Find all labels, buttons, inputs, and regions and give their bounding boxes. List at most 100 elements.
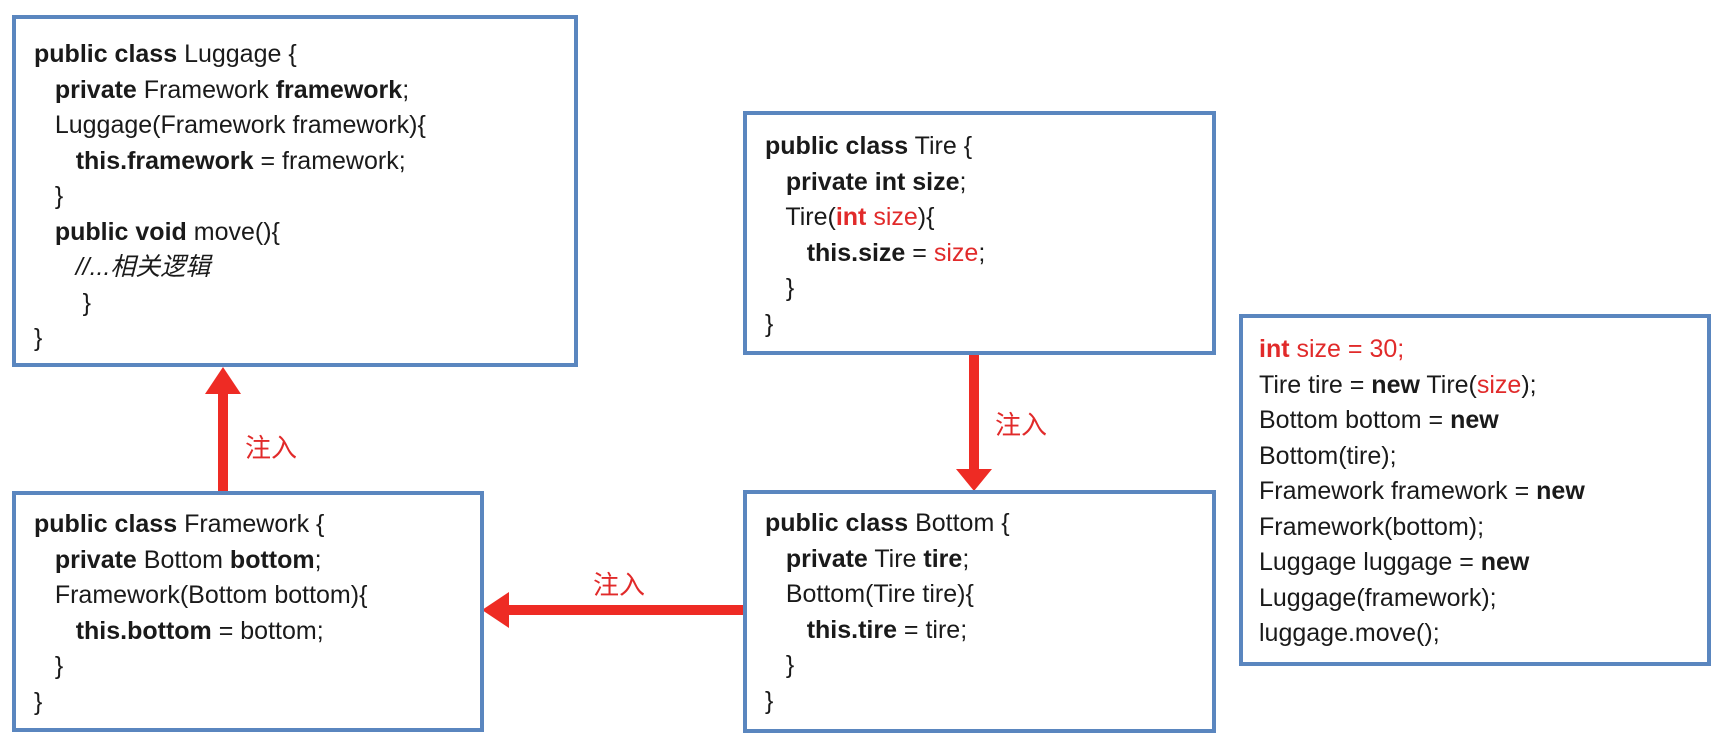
code-token: }	[34, 687, 43, 716]
arrow-bottom-to-framework	[482, 592, 743, 628]
code-token: new	[1536, 477, 1585, 505]
code-line: luggage.move();	[1259, 616, 1697, 652]
code-token: ;	[978, 238, 986, 267]
code-token: Luggage luggage =	[1259, 548, 1481, 576]
code-line: Framework framework = new	[1259, 474, 1697, 510]
code-token	[765, 239, 807, 267]
code-token: private int size	[785, 167, 960, 196]
code-line: this.tire = tire;	[765, 613, 1202, 649]
code-line: this.size = size;	[765, 236, 1202, 272]
code-token: Framework	[136, 75, 276, 104]
code-token: framework	[275, 75, 403, 104]
code-line: Luggage(framework);	[1259, 581, 1697, 617]
code-token: this.tire	[806, 615, 897, 644]
code-token: new	[1371, 370, 1420, 399]
code-line: this.framework = framework;	[34, 144, 564, 180]
code-token: this.size	[806, 238, 906, 267]
code-line: public class Bottom {	[765, 506, 1202, 542]
code-token: ;	[959, 167, 967, 196]
code-token: ;	[314, 545, 322, 574]
code-line: }	[765, 307, 1202, 343]
code-token: int	[835, 203, 867, 231]
code-token: }	[34, 182, 64, 210]
code-token: new	[1480, 548, 1530, 576]
code-line: Bottom(tire);	[1259, 439, 1697, 475]
code-token: tire	[923, 544, 963, 573]
code-line: public void move(){	[34, 215, 564, 251]
code-token: size	[866, 203, 918, 231]
code-token: Bottom {	[908, 509, 1010, 537]
code-token	[34, 253, 76, 281]
code-line: Luggage(Framework framework){	[34, 108, 564, 144]
code-line: private Framework framework;	[34, 73, 564, 109]
code-token: = framework;	[253, 146, 406, 175]
code-token	[34, 218, 55, 246]
code-line: int size = 30;	[1259, 332, 1697, 368]
code-token: Tire(	[765, 203, 836, 231]
code-token: }	[765, 651, 795, 679]
code-line: Tire(int size){	[765, 200, 1202, 236]
code-token: }	[765, 686, 774, 715]
code-token: this.framework	[75, 146, 254, 175]
code-line: Bottom bottom = new	[1259, 403, 1697, 439]
arrow-label-bottom-to-framework: 注入	[593, 571, 646, 601]
code-token: Bottom(tire);	[1259, 441, 1397, 470]
code-token: Bottom(Tire tire){	[765, 580, 974, 608]
code-token: bottom	[229, 545, 315, 574]
code-token: Tire {	[908, 132, 973, 160]
code-line: public class Tire {	[765, 129, 1202, 165]
code-token: Tire(	[1419, 370, 1477, 399]
code-line: }	[34, 685, 470, 721]
code-line: public class Luggage {	[34, 37, 564, 73]
code-token	[765, 168, 786, 196]
code-token	[765, 545, 786, 573]
code-line: }	[34, 286, 564, 322]
code-token: private	[54, 75, 137, 104]
code-line: //...相关逻辑	[34, 250, 564, 286]
code-token: private	[54, 545, 137, 574]
code-line: Bottom(Tire tire){	[765, 577, 1202, 613]
code-token: Luggage(Framework framework){	[34, 111, 426, 139]
luggage-class-box: public class Luggage { private Framework…	[12, 15, 578, 367]
code-token: }	[765, 274, 795, 302]
code-token: }	[765, 309, 774, 338]
code-token: public void	[54, 217, 187, 246]
code-token: Framework(Bottom bottom){	[34, 581, 368, 609]
main-code-box: int size = 30;Tire tire = new Tire(size)…	[1239, 314, 1711, 666]
arrow-label-tire-to-bottom: 注入	[995, 411, 1048, 441]
code-line: }	[765, 684, 1202, 720]
code-token: Bottom bottom =	[1259, 406, 1451, 434]
code-token	[34, 76, 55, 104]
code-token: = tire;	[896, 615, 968, 644]
code-line: Tire tire = new Tire(size);	[1259, 368, 1697, 404]
code-line: private Tire tire;	[765, 542, 1202, 578]
tire-class-box: public class Tire { private int size; Ti…	[743, 111, 1216, 355]
arrow-tire-to-bottom	[956, 353, 992, 491]
code-token: ;	[402, 75, 410, 104]
arrow-label-framework-to-luggage: 注入	[245, 434, 298, 464]
code-token: Luggage(framework);	[1259, 583, 1497, 612]
code-token	[34, 617, 76, 645]
code-token: move(){	[186, 217, 280, 246]
code-token: }	[34, 324, 43, 352]
framework-class-box: public class Framework { private Bottom …	[12, 491, 484, 732]
code-token: luggage.move();	[1259, 619, 1440, 647]
code-line: }	[34, 649, 470, 685]
arrow-framework-to-luggage	[205, 367, 241, 492]
code-token: size = 30;	[1289, 335, 1405, 363]
code-line: private Bottom bottom;	[34, 543, 470, 579]
code-token	[34, 546, 55, 574]
code-token	[765, 616, 807, 644]
code-token: int	[1259, 335, 1290, 363]
code-token: ;	[962, 544, 970, 573]
code-line: private int size;	[765, 165, 1202, 201]
code-token: private	[785, 544, 868, 573]
code-token	[34, 147, 76, 175]
code-token: public class	[34, 510, 178, 538]
code-token: Tire tire =	[1259, 370, 1372, 399]
code-token: size	[1476, 370, 1522, 399]
code-line: public class Framework {	[34, 507, 470, 543]
code-line: }	[765, 648, 1202, 684]
code-line: Luggage luggage = new	[1259, 545, 1697, 581]
